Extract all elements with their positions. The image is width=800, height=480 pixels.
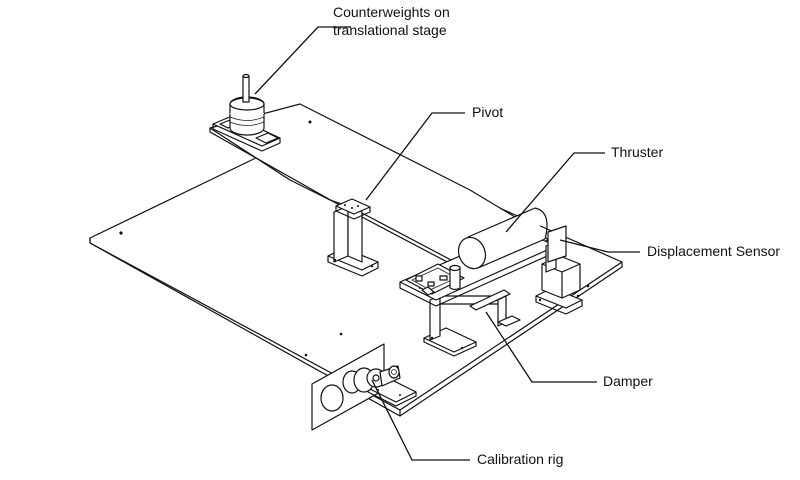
leader-thruster [505, 152, 605, 233]
counterweight-stage [212, 73, 281, 152]
calibration-rig [311, 343, 417, 431]
leader-damper [485, 311, 597, 383]
label-calibration-rig: Calibration rig [477, 451, 564, 467]
displacement-sensor [535, 225, 583, 315]
thruster [457, 207, 548, 270]
leader-lines [254, 26, 640, 461]
leader-calibration-rig [371, 379, 470, 461]
label-displacement-sensor: Displacement Sensor [647, 243, 781, 259]
label-counterweights-line2: translational stage [333, 22, 447, 38]
label-counterweights-line1: Counterweights on [333, 4, 450, 20]
pivot-support [327, 198, 379, 277]
leader-pivot [365, 112, 465, 201]
label-damper: Damper [603, 373, 653, 389]
label-thruster: Thruster [611, 144, 664, 160]
leader-counterweights [254, 26, 351, 95]
damper-bracket [423, 289, 521, 357]
leader-displacement-sensor [559, 239, 640, 253]
label-pivot: Pivot [472, 104, 504, 120]
electronics-board [405, 263, 465, 296]
